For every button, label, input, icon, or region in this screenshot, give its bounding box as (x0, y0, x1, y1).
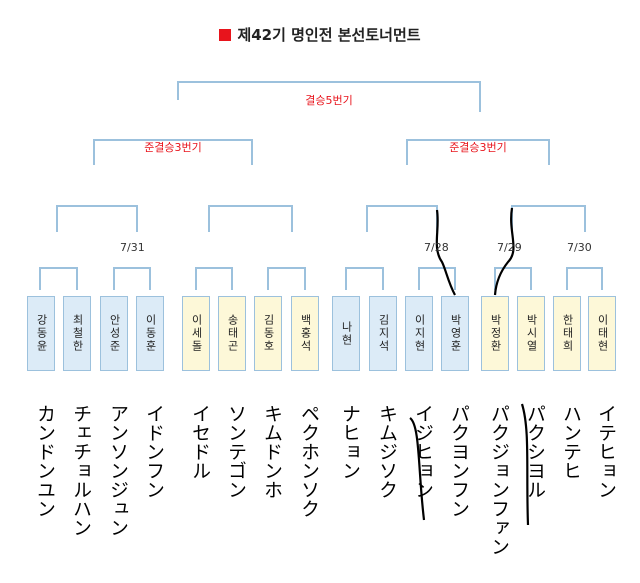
player-box: 이태현 (588, 296, 616, 371)
player-box: 백홍석 (291, 296, 319, 371)
player-box: 박영훈 (441, 296, 469, 371)
katakana-note: イテヒョン (595, 404, 617, 499)
katakana-note: アンソンジュン (107, 404, 129, 537)
title-text: 제42기 명인전 본선토너먼트 (237, 26, 421, 44)
katakana-note: イセドル (189, 404, 211, 480)
katakana-note: イドンフン (143, 404, 165, 499)
red-square-icon (219, 29, 232, 41)
katakana-note: キムジソク (376, 404, 398, 499)
player-box: 이지현 (405, 296, 433, 371)
katakana-note: パクヨンフン (448, 404, 470, 518)
page-title: 제42기 명인전 본선토너먼트 (0, 24, 640, 45)
player-box: 김동호 (254, 296, 282, 371)
date-label: 7/28 (424, 241, 449, 254)
final-label: 결승5번기 (305, 94, 353, 107)
katakana-note: パクジョンファン (488, 404, 510, 556)
player-box: 최철한 (63, 296, 91, 371)
date-label: 7/30 (567, 241, 592, 254)
player-box: 박시열 (517, 296, 545, 371)
player-box: 박정환 (481, 296, 509, 371)
player-box: 이세돌 (182, 296, 210, 371)
player-box: 이동훈 (136, 296, 164, 371)
katakana-note: チェチョルハン (70, 404, 92, 537)
date-label: 7/31 (120, 241, 145, 254)
katakana-note: カンドンユン (34, 404, 56, 518)
katakana-note: ソンテゴン (225, 404, 247, 499)
player-box: 송태곤 (218, 296, 246, 371)
semi-right-label: 준결승3번기 (449, 141, 507, 154)
player-box: 나현 (332, 296, 360, 371)
player-box: 김지석 (369, 296, 397, 371)
katakana-note: キムドンホ (261, 404, 283, 499)
date-label: 7/29 (497, 241, 522, 254)
player-box: 강동윤 (27, 296, 55, 371)
katakana-note: ペクホンソク (298, 404, 320, 518)
katakana-note: パクシヨル (524, 404, 546, 499)
katakana-note: ナヒョン (339, 404, 361, 480)
player-box: 한태희 (553, 296, 581, 371)
player-box: 안성준 (100, 296, 128, 371)
semi-left-label: 준결승3번기 (144, 141, 202, 154)
katakana-note: ハンテヒ (560, 404, 582, 480)
handwritten-strokes (409, 207, 530, 526)
katakana-note: イジヒョン (412, 404, 434, 499)
